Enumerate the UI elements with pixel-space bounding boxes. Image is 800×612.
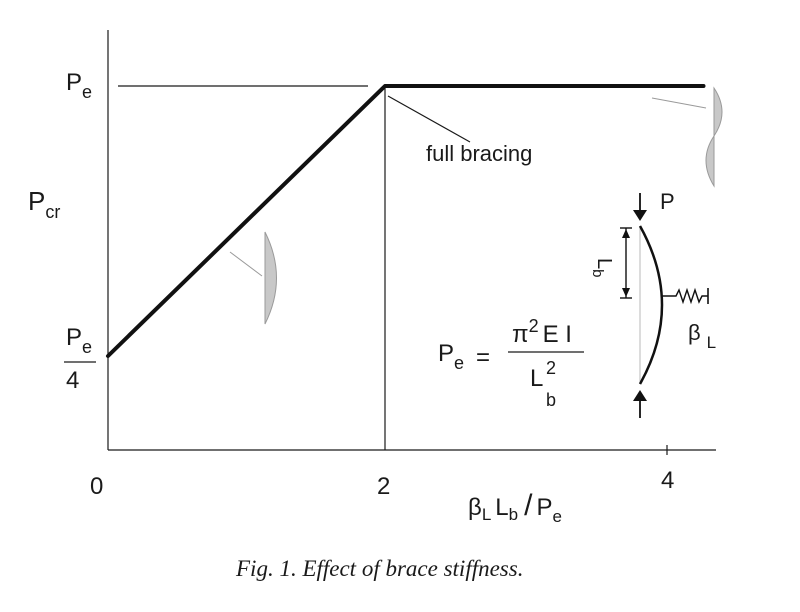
figure-caption: Fig. 1. Effect of brace stiffness. [235, 556, 523, 581]
column-buckled-shape [638, 225, 664, 385]
length-dimension-arrow-bottom [622, 288, 630, 297]
double-wave-pointer [651, 97, 707, 109]
formula-denominator: L [530, 365, 543, 392]
formula-denominator-sub: b [546, 390, 556, 410]
load-arrow-bottom-head [633, 390, 647, 401]
x-tick-0: 0 [90, 473, 103, 500]
y-tick-pe4-numerator: Pe [66, 324, 92, 357]
load-label: P [660, 189, 675, 214]
y-axis-label: Pcr [28, 186, 60, 222]
double-wave-buckle-shape [705, 86, 723, 188]
single-wave-buckle-shape [264, 231, 277, 325]
y-tick-pe4-denominator: 4 [66, 367, 79, 394]
pcr-curve [106, 84, 706, 358]
single-wave-pointer [229, 251, 263, 277]
load-arrow-top-head [633, 210, 647, 221]
y-tick-pe: Pe [66, 69, 92, 102]
full-bracing-pointer [387, 95, 471, 143]
brace-spring-icon [662, 287, 708, 305]
length-dimension-arrow-top [622, 229, 630, 238]
full-bracing-annotation: full bracing [426, 141, 532, 166]
length-label: Lb [589, 258, 615, 277]
x-tick-4: 4 [661, 467, 674, 494]
formula-lhs: Pe [438, 340, 464, 373]
formula-equals: = [476, 344, 490, 371]
formula-denominator-sup: 2 [546, 358, 556, 378]
x-tick-2: 2 [377, 473, 390, 500]
